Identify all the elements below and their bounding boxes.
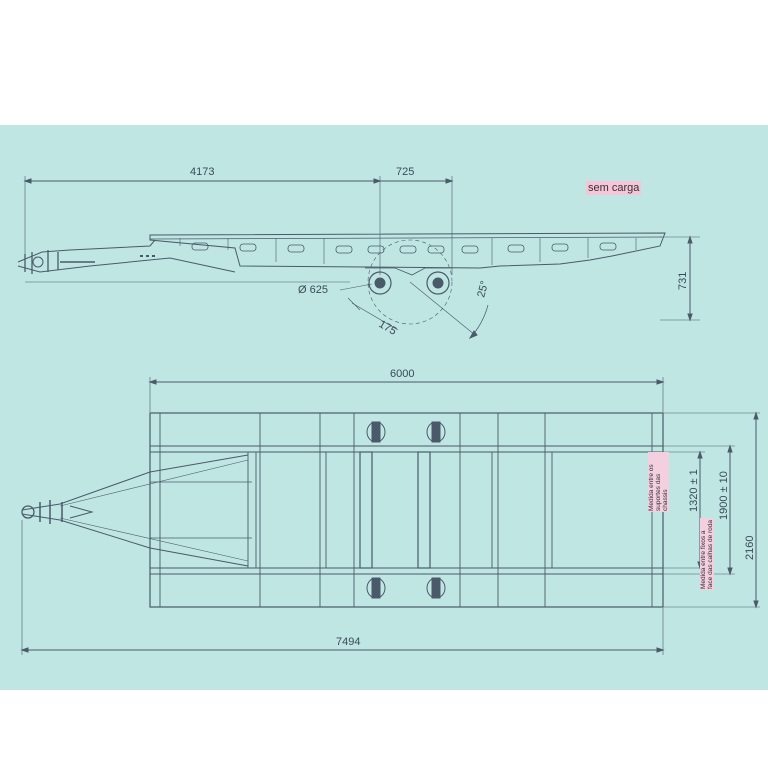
note-outer-measure: Medida entre fixos a face das calhas de …	[700, 518, 714, 590]
drawbar-top	[17, 239, 156, 263]
chassis-side	[149, 232, 666, 269]
label-725: 725	[396, 166, 414, 178]
label-4173: 4173	[190, 166, 214, 178]
frame-outline	[149, 412, 664, 608]
wheel-front	[368, 271, 392, 295]
no-load-label: sem carga	[586, 181, 642, 195]
label-1320: 1320 ± 1	[688, 469, 700, 512]
drawing-panel	[0, 125, 768, 690]
drawbar-lower	[21, 513, 249, 567]
side-view: 4173 725	[17, 166, 700, 340]
note-inner-measure: Medida entre os suportes das chassis	[648, 452, 669, 512]
label-7494: 7494	[336, 636, 360, 648]
top-view: 6000	[20, 368, 760, 655]
label-731: 731	[677, 272, 689, 290]
label-175: 175	[377, 318, 399, 338]
drawbar-bottom	[17, 257, 236, 273]
label-6000: 6000	[390, 368, 414, 380]
wheels-top	[366, 421, 446, 599]
label-25deg: 25°	[475, 280, 491, 299]
label-2160: 2160	[744, 536, 756, 560]
wheel-rear	[426, 271, 450, 295]
label-diameter-625: Ø 625	[298, 284, 328, 296]
drawbar-upper	[21, 454, 249, 511]
label-1900: 1900 ± 10	[718, 471, 730, 520]
